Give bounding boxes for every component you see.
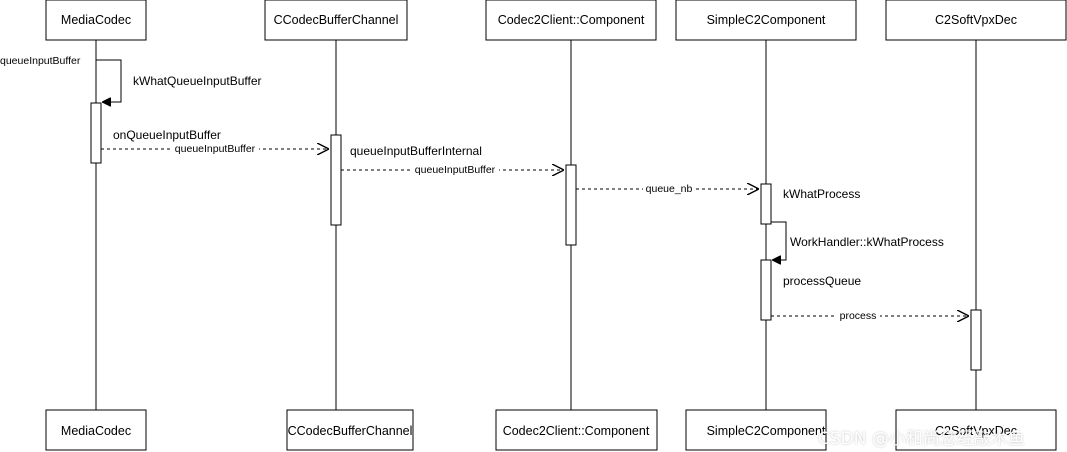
message-label-on-queue-input-buffer: onQueueInputBuffer: [113, 128, 221, 142]
participant-label: Codec2Client::Component: [503, 424, 650, 438]
participant-top-codec2client-component: Codec2Client::Component: [485, 0, 657, 41]
activation-codec2client-component: [565, 164, 577, 246]
participant-bottom-ccodecbufferchannel: CCodecBufferChannel: [286, 409, 414, 451]
participant-top-c2softvpxdec: C2SoftVpxDec: [885, 0, 1067, 41]
message-label-process-queue: processQueue: [783, 274, 861, 288]
self-message-workhandler-kwhat-process: [771, 221, 787, 260]
participant-label: CCodecBufferChannel: [288, 424, 413, 438]
activation-c2softvpxdec: [970, 309, 982, 371]
message-label-queue-input-buffer-call: queueInputBuffer: [0, 55, 81, 67]
participant-label: SimpleC2Component: [707, 13, 826, 27]
watermark: CSDN @小和尚念经敲木鱼: [818, 429, 1025, 449]
participant-label: Codec2Client::Component: [498, 13, 645, 27]
activation-mediacodec: [90, 102, 102, 164]
message-label-queue-input-buffer-2: queueInputBuffer: [415, 164, 496, 176]
message-label-process: process: [840, 310, 877, 322]
self-message-kwhat-queue-input-buffer: [96, 59, 122, 102]
participant-top-ccodecbufferchannel: CCodecBufferChannel: [264, 0, 408, 41]
participant-top-mediacodec: MediaCodec: [45, 0, 147, 41]
participant-label: CCodecBufferChannel: [274, 13, 399, 27]
participant-label: C2SoftVpxDec: [935, 13, 1017, 27]
participant-label: MediaCodec: [61, 424, 131, 438]
participant-bottom-codec2client-component: Codec2Client::Component: [495, 409, 658, 451]
activation-simplec2component-1: [760, 183, 772, 225]
message-label-queue-nb: queue_nb: [646, 183, 693, 195]
message-label-queue-input-buffer-1: queueInputBuffer: [175, 143, 256, 155]
message-label-queue-input-buffer-internal: queueInputBufferInternal: [350, 144, 482, 158]
participant-label: C2SoftVpxDec: [935, 424, 1017, 438]
participant-top-simplec2component: SimpleC2Component: [675, 0, 857, 41]
message-label-kwhat-process: kWhatProcess: [783, 187, 860, 201]
participant-bottom-c2softvpxdec: C2SoftVpxDec: [895, 409, 1057, 451]
participant-label: MediaCodec: [61, 13, 131, 27]
participant-bottom-mediacodec: MediaCodec: [45, 409, 147, 451]
message-label-workhandler-kwhat-process: WorkHandler::kWhatProcess: [790, 235, 944, 249]
activation-ccodecbufferchannel: [330, 134, 342, 226]
message-label-kwhat-queue-input-buffer: kWhatQueueInputBuffer: [133, 74, 262, 88]
participant-label: SimpleC2Component: [707, 424, 826, 438]
participant-bottom-simplec2component: SimpleC2Component: [685, 409, 827, 451]
activation-simplec2component-2: [760, 259, 772, 321]
